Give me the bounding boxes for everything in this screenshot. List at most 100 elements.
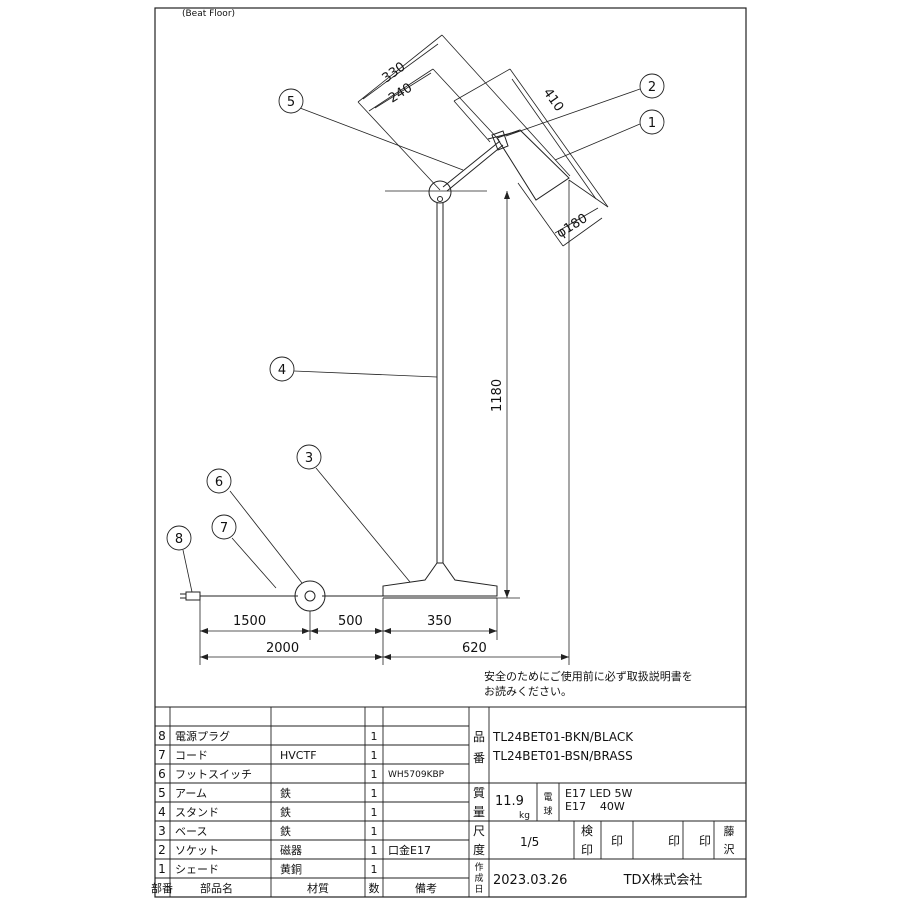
dim-diameter: φ180: [554, 211, 590, 241]
model-number-black: TL24BET01-BKN/BLACK: [492, 730, 634, 744]
shade: [496, 129, 570, 201]
drawing-frame: [154, 7, 747, 898]
scale-label-2: 度: [473, 842, 485, 857]
pivot-collar: [437, 196, 443, 202]
part-row-qty: 1: [371, 825, 378, 838]
dim-2000: 2000: [266, 641, 299, 656]
parts-table: 8 電源プラグ 1 7 コード HVCTF 1 6 フットスイッチ 1 WH57…: [151, 729, 445, 895]
weight-unit: kg: [519, 811, 530, 821]
dimension-arrows: [200, 191, 569, 660]
weight-label-1: 質: [473, 785, 485, 800]
pivot-joint: [428, 180, 452, 204]
header-part-no: 部番: [151, 881, 173, 895]
part-row-no: 8: [158, 729, 166, 743]
dim-1180: 1180: [490, 379, 505, 412]
callout-5: 5: [287, 95, 295, 110]
part-row-name: スタンド: [175, 806, 219, 819]
part-row-no: 7: [158, 748, 166, 762]
seal-1: 印: [611, 834, 623, 848]
safety-notice-line2: お読みください。: [484, 684, 572, 698]
header-material: 材質: [307, 881, 329, 895]
part-row-no: 3: [158, 824, 166, 838]
check-label-2: 印: [581, 843, 593, 857]
part-row-name: フットスイッチ: [175, 768, 252, 781]
dim-1500: 1500: [233, 614, 266, 629]
safety-notice-line1: 安全のためにご使用前に必ず取扱説明書を: [484, 669, 693, 683]
callout-8: 8: [175, 532, 183, 547]
arm-line-b: [446, 144, 504, 192]
model-label-2: 番: [473, 751, 485, 765]
part-row-material: HVCTF: [280, 749, 317, 762]
date-label-2: 成: [474, 872, 483, 884]
part-row-qty: 1: [371, 787, 378, 800]
bulb-label-1: 電: [543, 792, 552, 803]
date-label-1: 作: [474, 861, 483, 873]
part-row-name: 電源プラグ: [175, 729, 230, 743]
dimension-lines: [200, 43, 599, 658]
callout-7: 7: [220, 521, 228, 536]
seal-2: 印: [668, 834, 680, 848]
part-row-note: WH5709KBP: [388, 770, 445, 780]
date-label-3: 日: [474, 884, 483, 895]
dim-500: 500: [338, 614, 363, 629]
leader-lines: [182, 88, 641, 593]
part-row-no: 5: [158, 786, 166, 800]
part-row-qty: 1: [371, 730, 378, 743]
dim-350: 350: [427, 614, 452, 629]
parts-table-grid: [155, 706, 746, 897]
bulb-spec-led: E17 LED 5W: [565, 787, 632, 800]
base: [382, 562, 498, 597]
seal-3: 印: [699, 834, 711, 848]
header-qty: 数: [369, 882, 380, 895]
part-row-name: シェード: [175, 863, 219, 876]
foot-switch-button: [304, 590, 316, 602]
part-row-material: 磁器: [280, 844, 302, 857]
power-plug: [185, 591, 201, 601]
model-label-1: 品: [473, 730, 485, 744]
part-row-name: ソケット: [175, 844, 219, 857]
dim-620: 620: [462, 641, 487, 656]
model-number-brass: TL24BET01-BSN/BRASS: [492, 749, 633, 763]
header-part-name: 部品名: [200, 881, 233, 895]
part-row-qty: 1: [371, 768, 378, 781]
created-date: 2023.03.26: [493, 873, 567, 888]
part-row-no: 1: [158, 862, 166, 876]
extension-lines: [199, 34, 609, 665]
part-row-material: 鉄: [280, 805, 291, 819]
part-row-qty: 1: [371, 749, 378, 762]
part-row-material: 鉄: [280, 824, 291, 838]
foot-switch: [294, 580, 326, 612]
part-row-material: 鉄: [280, 786, 291, 800]
header-note: 備考: [415, 882, 437, 895]
weight-value: 11.9: [495, 794, 524, 809]
part-row-no: 4: [158, 805, 166, 819]
callout-balloons: [166, 73, 665, 551]
series-name: (Beat Floor): [182, 9, 235, 19]
part-row-no: 2: [158, 843, 166, 857]
arm-line-a: [442, 140, 501, 188]
callout-2: 2: [648, 80, 656, 95]
part-row-name: コード: [175, 749, 208, 762]
part-row-material: 黄銅: [280, 862, 302, 876]
callout-3: 3: [305, 451, 313, 466]
socket: [491, 130, 509, 151]
part-row-qty: 1: [371, 863, 378, 876]
callout-4: 4: [278, 363, 286, 378]
designer-2: 沢: [724, 842, 735, 856]
callout-1: 1: [648, 116, 656, 131]
scale-value: 1/5: [520, 835, 539, 849]
weight-label-2: 量: [473, 805, 485, 819]
designer-1: 藤: [724, 825, 735, 838]
callout-6: 6: [215, 475, 223, 490]
part-row-qty: 1: [371, 844, 378, 857]
part-row-no: 6: [158, 767, 166, 781]
title-block: 品 番 TL24BET01-BKN/BLACK TL24BET01-BSN/BR…: [473, 730, 735, 895]
part-row-note: 口金E17: [388, 843, 431, 857]
part-row-qty: 1: [371, 806, 378, 819]
dim-410: 410: [540, 86, 567, 115]
company-name: TDX株式会社: [623, 872, 703, 888]
part-row-name: ベース: [175, 825, 207, 838]
check-label-1: 検: [581, 824, 593, 838]
bulb-spec-incandescent: E17 40W: [565, 800, 625, 813]
